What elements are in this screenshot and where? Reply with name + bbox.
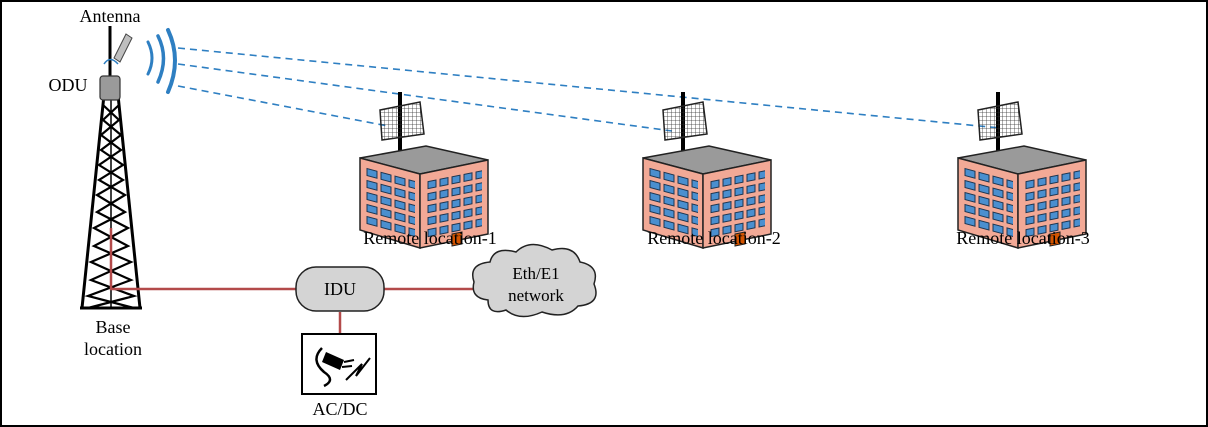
remote-building-1 [358,90,490,250]
idu-box: IDU [295,266,385,312]
wireless-links [177,47,1001,132]
signal-waves-icon [146,28,177,94]
remote-building-2 [641,90,773,250]
idu-label: IDU [324,279,356,299]
antenna-label: Antenna [80,6,141,26]
acdc-label: AC/DC [312,399,367,419]
remote-building-3 [956,90,1088,250]
remote-location-label: Remote location-2 [647,228,780,248]
odu-label: ODU [49,75,88,95]
base-label-line2: location [84,339,142,359]
remote-location-label: Remote location-1 [363,228,496,248]
network-label-line2: network [508,286,564,305]
wired-links [109,228,476,334]
acdc-power-icon [301,333,377,395]
antenna-icon [103,26,133,78]
odu-unit-icon [99,75,121,101]
network-label-line1: Eth/E1 [512,264,559,283]
base-label-line1: Base [96,317,131,337]
remote-location-label: Remote location-3 [956,228,1089,248]
network-cloud-icon: Eth/E1 network [472,243,597,318]
